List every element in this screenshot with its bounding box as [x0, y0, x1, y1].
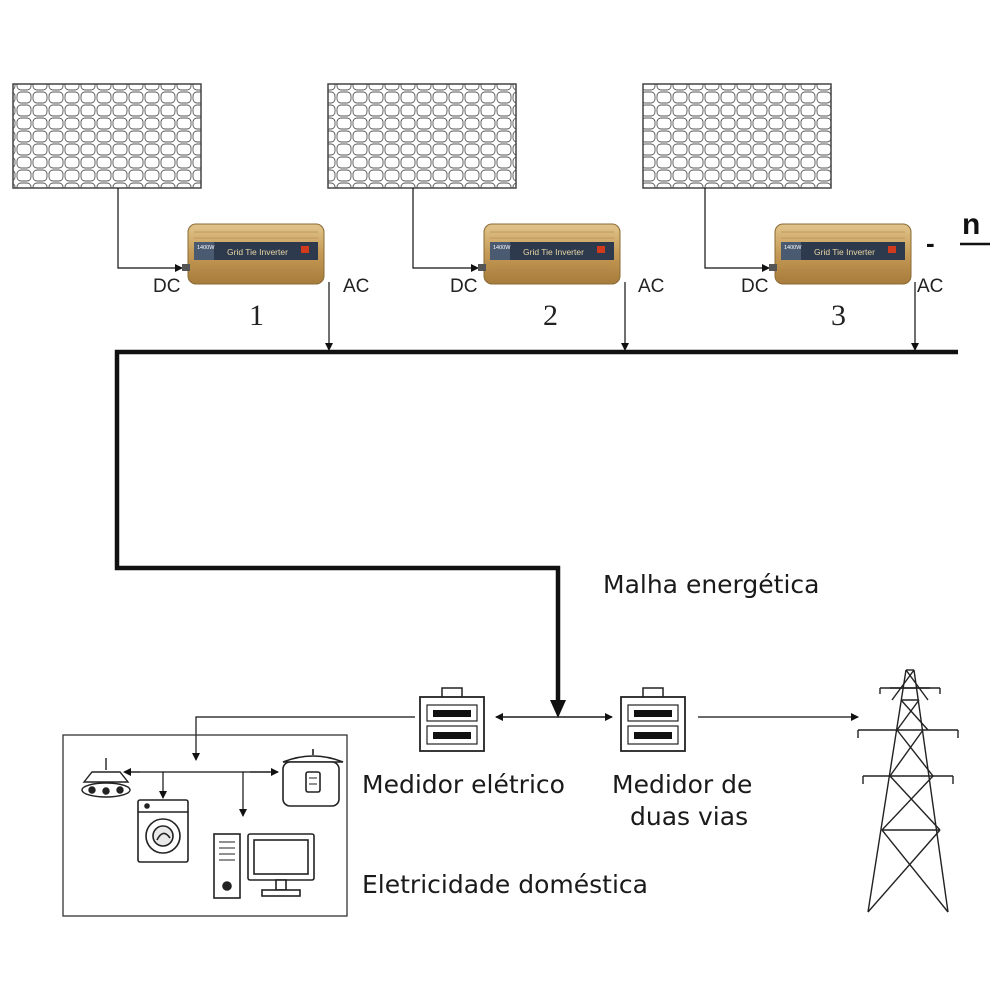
to-household-link [192, 716, 415, 761]
dc-wire-2 [412, 188, 479, 272]
inverter-3-rating: 1400W [784, 245, 802, 251]
rice-cooker-icon [282, 749, 344, 807]
ac-label-2: AC [638, 276, 664, 297]
ac-bus-line [114, 349, 958, 708]
ceiling-lamp-icon [81, 758, 131, 798]
unit-number-1: 1 [249, 299, 264, 332]
desktop-computer-icon [213, 833, 315, 899]
unit-number-3: 3 [831, 299, 846, 332]
transmission-tower-icon [857, 669, 959, 913]
solar-unit-1: 1400W Grid Tie Inverter DC AC 1 [12, 83, 369, 351]
dc-label-2: DC [450, 276, 477, 297]
series-n: n [962, 208, 980, 241]
household-box [62, 734, 348, 917]
inverter-3: 1400W Grid Tie Inverter [769, 223, 912, 285]
washing-machine-icon [137, 799, 189, 863]
bus-arrow-head [550, 700, 566, 718]
electric-meter-icon [419, 687, 485, 752]
solar-unit-3: 1400W Grid Tie Inverter DC AC 3 [642, 83, 943, 351]
ac-label-1: AC [343, 276, 369, 297]
inverter-1-rating: 1400W [197, 245, 215, 251]
solar-panel-1 [12, 83, 202, 189]
inverter-2-brand: Grid Tie Inverter [523, 247, 584, 257]
inverter-3-brand: Grid Tie Inverter [814, 247, 875, 257]
inverter-2-rating: 1400W [493, 245, 511, 251]
inverter-2: 1400W Grid Tie Inverter [478, 223, 621, 285]
dc-wire-1 [117, 188, 183, 272]
inverter-1: 1400W Grid Tie Inverter [182, 223, 325, 285]
series-dash: - [926, 228, 935, 258]
inverter-1-brand: Grid Tie Inverter [227, 247, 288, 257]
dc-label-1: DC [153, 276, 180, 297]
ac-label-3: AC [917, 276, 943, 297]
meter2-label-line1: Medidor de [612, 770, 752, 799]
household-label: Eletricidade doméstica [362, 870, 648, 899]
unit-number-2: 2 [543, 299, 558, 332]
solar-panel-3 [642, 83, 832, 189]
grid-label: Malha energética [603, 570, 819, 599]
dc-wire-3 [704, 188, 770, 272]
meter2-label-line2: duas vias [630, 802, 748, 831]
two-way-meter-icon [620, 687, 686, 752]
meter1-label: Medidor elétrico [362, 770, 565, 799]
solar-unit-2: 1400W Grid Tie Inverter DC AC 2 [327, 83, 664, 351]
solar-panel-2 [327, 83, 517, 189]
dc-label-3: DC [741, 276, 768, 297]
